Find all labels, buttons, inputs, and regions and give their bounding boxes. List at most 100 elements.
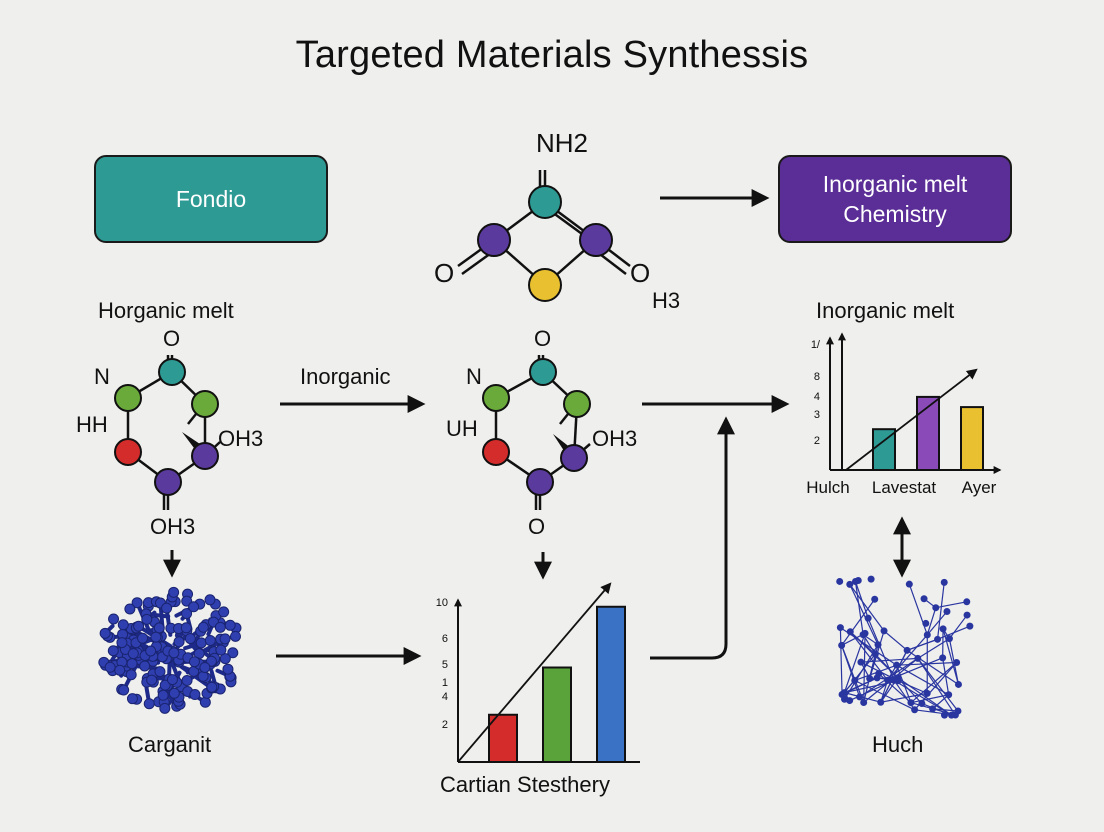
mid-oh3-label: OH3 [592,426,638,451]
right-chart-title: Inorganic melt [816,298,955,323]
atom-purple [560,444,588,472]
network-edge [849,584,879,645]
atom-teal [528,185,562,219]
network-edge [887,634,928,681]
network-node [874,641,882,649]
cluster-particle [104,661,116,673]
network-node [963,598,971,606]
network-edge [926,611,948,636]
huch-label: Huch [872,732,924,757]
cluster-particle [181,608,193,620]
cluster-particle [227,647,239,659]
y-tick-label: 2 [442,719,448,731]
cluster-particle [99,627,111,639]
cluster-particle [215,644,227,656]
network-node [923,689,931,697]
bar [488,713,518,763]
network-node [841,695,849,703]
network-node [894,674,902,682]
cluster-particle [188,601,200,613]
network-edge [860,657,918,663]
top-right-h3-label: H3 [652,288,681,313]
network-edge [897,677,952,716]
elbow-arrow-up [650,416,735,660]
network-node [871,595,879,603]
cluster-particle [157,689,169,701]
network-edge [883,630,908,651]
y-tick-label: 4 [814,391,820,403]
cluster-particle [197,670,209,682]
cluster-particle [146,674,158,686]
inorganic-arrow-label: Inorganic [300,364,391,389]
atom-purple [526,468,554,496]
network-node [836,577,844,585]
cluster-particle [166,674,178,686]
network-edge [854,679,915,711]
atom-green [191,390,219,418]
cluster-particle [141,613,153,625]
cluster-particle [188,656,200,668]
cluster-particle [204,634,216,646]
cluster-particle [214,621,226,633]
y-tick-label: 8 [814,371,820,383]
bar [960,406,984,472]
cluster-particle [222,663,234,675]
y-tick-label: 2 [814,435,820,447]
x-category-label: Hulch [806,478,849,497]
fondio-box: Fondio [94,155,328,243]
network-edge [910,694,949,704]
cluster-particle [180,622,192,634]
cluster-particle [159,702,171,714]
network-edge [908,583,928,636]
x-category-label: Ayer [962,478,997,497]
mid-bottom-o-label: O [528,514,546,539]
network-node [903,646,911,654]
cluster-particle [118,684,130,696]
network-edge [948,614,968,639]
cluster-particle [153,622,165,634]
network-node [893,661,901,669]
network-node [914,654,922,662]
cluster-particle [124,603,136,615]
cluster-particle [126,658,138,670]
cluster-particle [108,613,120,625]
trend-arrow [457,582,612,763]
chemistry-box: Inorganic melt Chemistry [778,155,1012,243]
network-edge [942,628,960,685]
cluster-particle [127,648,139,660]
network-node [945,691,953,699]
carganit-label: Carganit [128,732,212,757]
network-node [911,706,919,714]
bar-chart-right: 2 3 4 8 1/Hulch Lavestat Ayer [806,332,1002,497]
top-left-o-label: O [434,258,455,288]
network-node [856,693,864,701]
y-tick-label: 3 [814,409,820,421]
x-category-label: Lavestat [872,478,937,497]
network-edge [917,638,950,659]
atom-green [563,390,591,418]
network-edge [936,582,945,640]
nh2-label: NH2 [536,128,589,158]
network-node [918,700,926,708]
atom-yellow [528,268,562,302]
network-node [940,578,948,586]
y-tick-label: 1/ [811,339,821,351]
network-node [877,698,885,706]
y-tick-label: 6 [442,633,448,645]
cluster-particle [161,602,173,614]
network-edge [906,638,938,651]
cluster-particle [139,660,151,672]
trend-arrow [845,368,978,471]
bottom-chart-xlabel: Cartian Stesthery [440,772,610,797]
cluster-particle [168,647,180,659]
network-node [875,670,883,678]
left-n-label: N [94,364,110,389]
network-node [838,641,846,649]
nanoparticle-cluster [98,586,242,714]
network-node [884,676,892,684]
top-right-o-label: O [630,258,651,288]
atom-green [114,384,142,412]
atom-purple [579,223,613,257]
atom-teal [158,358,186,386]
